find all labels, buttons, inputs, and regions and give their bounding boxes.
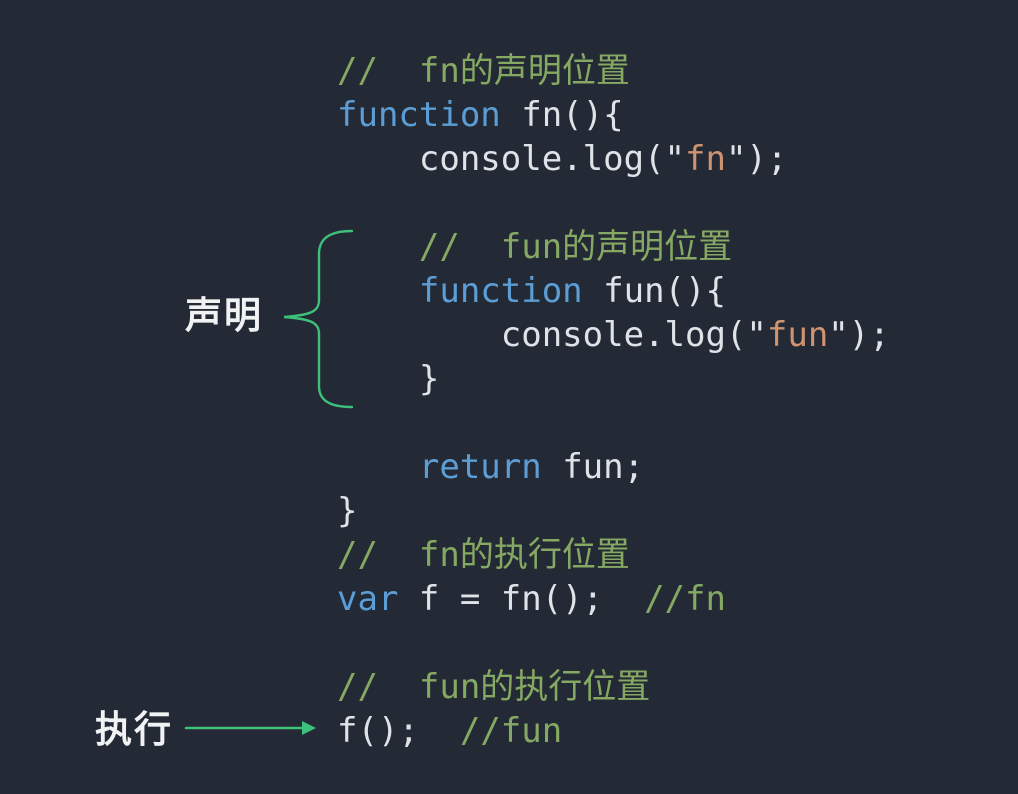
code-segment-comment: // fn的执行位置 <box>337 535 630 575</box>
code-segment-plain: console.log(" <box>337 315 767 355</box>
code-line: // fun的声明位置 <box>337 225 890 269</box>
code-segment-plain: f = fn(); <box>398 579 645 619</box>
code-line <box>337 401 890 445</box>
code-segment-plain: console.log(" <box>337 139 685 179</box>
code-line: console.log("fn"); <box>337 137 890 181</box>
code-line: function fun(){ <box>337 269 890 313</box>
code-line <box>337 621 890 665</box>
code-segment-plain: "); <box>828 315 890 355</box>
execution-label: 执行 <box>95 708 173 751</box>
code-segment-keyword: function <box>337 95 501 135</box>
code-segment-keyword: function <box>418 271 583 311</box>
declaration-label: 声明 <box>185 294 263 337</box>
code-line: function fn(){ <box>337 93 890 137</box>
code-line: f(); //fun <box>337 709 890 753</box>
code-segment-comment: // fun的声明位置 <box>337 227 733 267</box>
code-line <box>337 181 890 225</box>
code-segment-plain <box>337 447 419 487</box>
code-segment-comment: //fun <box>459 711 563 751</box>
code-line: // fn的声明位置 <box>337 49 890 93</box>
execution-arrow-head <box>302 721 316 735</box>
code-segment-string: fn <box>685 139 726 179</box>
code-line: return fun; <box>337 445 890 489</box>
code-segment-plain: } <box>337 491 358 531</box>
code-segment-keyword: return <box>418 447 542 487</box>
code-segment-comment: // fun的执行位置 <box>337 667 651 707</box>
code-line: } <box>337 489 890 533</box>
code-segment-plain <box>337 271 419 311</box>
code-segment-plain: fun; <box>541 447 645 487</box>
code-segment-plain: f(); <box>337 711 460 751</box>
code-segment-plain: } <box>337 359 440 399</box>
code-segment-keyword: var <box>337 579 399 619</box>
code-segment-string: fun <box>766 315 829 355</box>
code-segment-plain: "); <box>725 139 788 179</box>
code-line: // fn的执行位置 <box>337 533 890 577</box>
code-line: } <box>337 357 890 401</box>
code-segment-plain: fn(){ <box>500 95 624 135</box>
code-line: console.log("fun"); <box>337 313 890 357</box>
code-segment-comment: //fn <box>644 579 726 619</box>
code-line: var f = fn(); //fn <box>337 577 890 621</box>
code-line: // fun的执行位置 <box>337 665 890 709</box>
code-segment-plain: fun(){ <box>582 271 726 311</box>
code-segment-comment: // fn的声明位置 <box>337 51 630 91</box>
